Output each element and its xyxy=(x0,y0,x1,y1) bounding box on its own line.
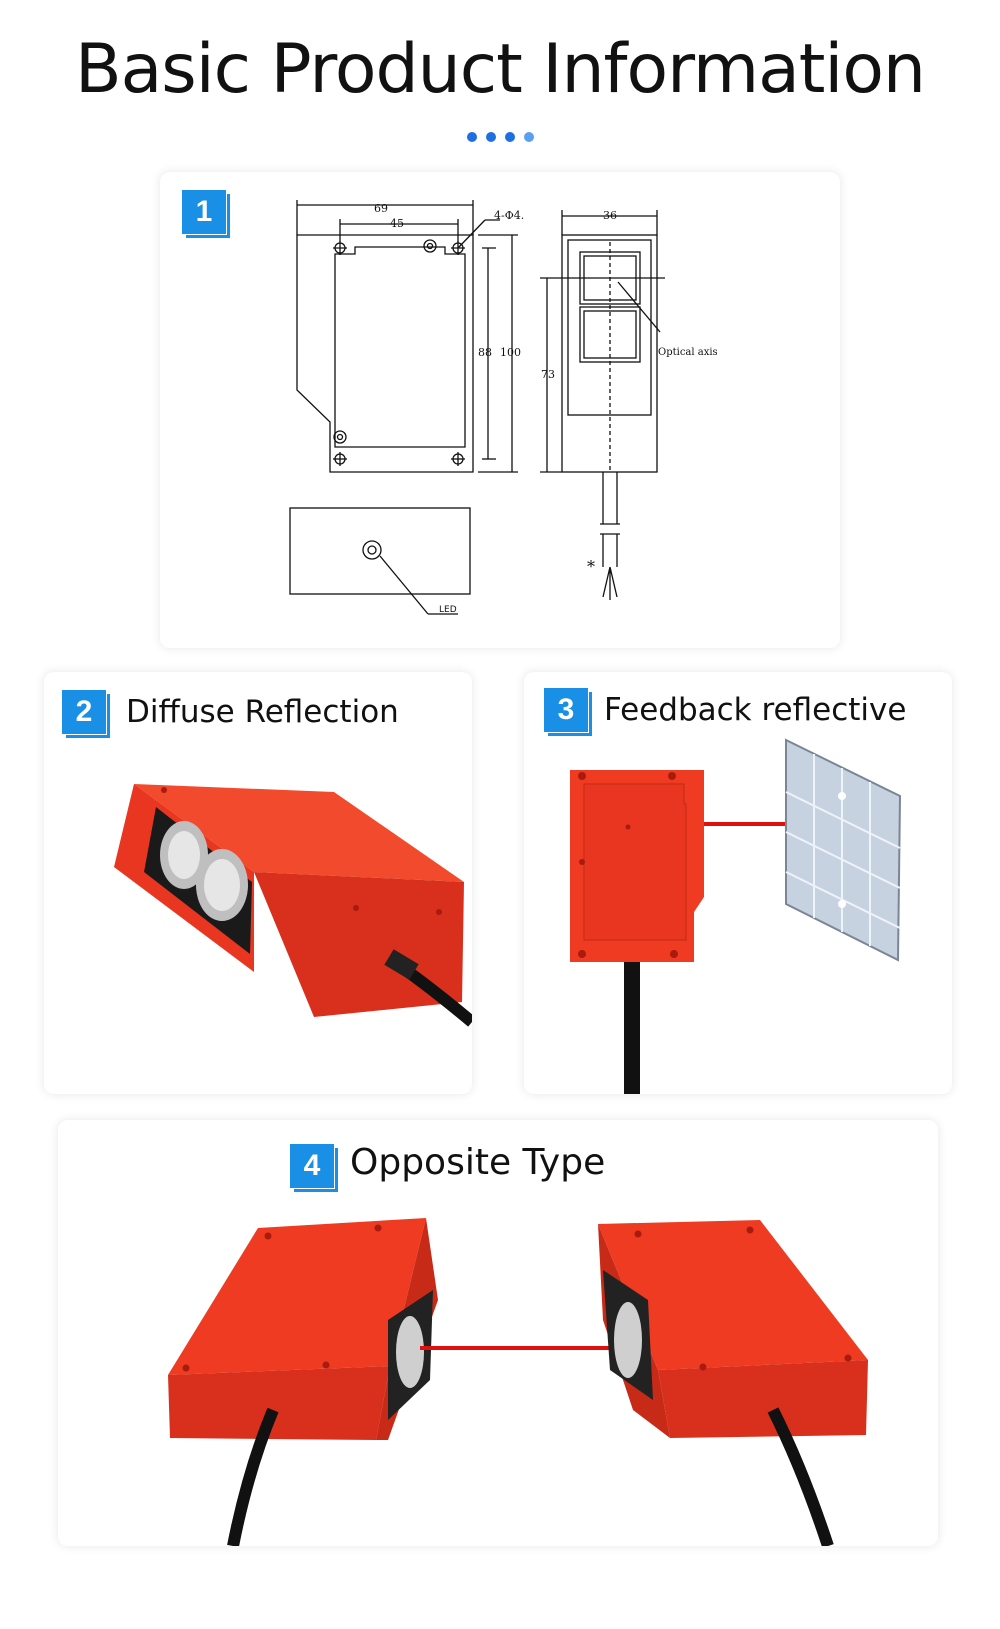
dim-45-label: 45 xyxy=(390,217,404,230)
page-title: Basic Product Information xyxy=(74,30,926,109)
dim-100-label: 100 xyxy=(500,346,521,359)
led-label: LED xyxy=(439,605,457,615)
dot-icon xyxy=(504,132,515,142)
opposite-type-card: 4 Opposite Type xyxy=(58,1120,938,1546)
title-decoration-dots xyxy=(0,132,1000,142)
diffuse-sensor-image xyxy=(114,784,472,1027)
dimension-drawing-card: 1 xyxy=(160,172,840,648)
badge-2: 2 xyxy=(62,690,110,738)
dim-88-label: 88 xyxy=(478,346,492,359)
card-label-feedback: Feedback reflective xyxy=(604,692,907,728)
dim-69-label: 69 xyxy=(374,202,388,215)
dimension-drawing: 69 45 4-Φ4. 36 88 100 73 Optical axis LE… xyxy=(289,200,718,615)
card-label-opposite: Opposite Type xyxy=(350,1142,606,1183)
dim-holes-label: 4-Φ4. xyxy=(494,209,524,222)
dim-73-label: 73 xyxy=(541,368,555,381)
card-label-diffuse: Diffuse Reflection xyxy=(126,694,399,730)
opposite-sensor-image xyxy=(168,1218,868,1546)
feedback-reflective-card: 3 Feedback reflective xyxy=(524,672,952,1094)
badge-1: 1 xyxy=(182,190,230,238)
asterisk-label: * xyxy=(587,557,595,576)
badge-3: 3 xyxy=(544,688,592,736)
dim-36-label: 36 xyxy=(603,209,617,222)
diffuse-reflection-card: 2 Diffuse Reflection xyxy=(44,672,472,1094)
dot-icon xyxy=(523,132,534,142)
optical-axis-label: Optical axis xyxy=(658,347,718,358)
badge-4: 4 xyxy=(290,1144,338,1192)
dot-icon xyxy=(466,132,477,142)
feedback-sensor-image xyxy=(570,738,902,1094)
dot-icon xyxy=(485,132,496,142)
